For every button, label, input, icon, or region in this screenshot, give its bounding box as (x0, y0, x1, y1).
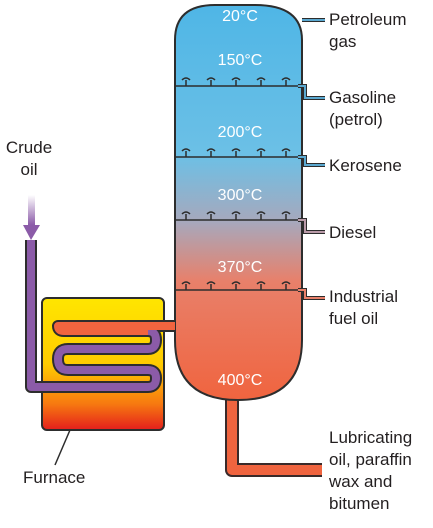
fraction-label-line: bitumen (329, 494, 390, 513)
fraction-label-kerosene: Kerosene (329, 155, 402, 177)
crude-oil-label-line: oil (20, 160, 38, 179)
furnace-label: Furnace (23, 468, 86, 487)
temp-label-bottom: 400°C (217, 372, 263, 389)
crude-oil-label: Crude oil (4, 137, 54, 181)
fraction-label-line: (petrol) (329, 110, 383, 129)
fraction-label-petroleum-gas: Petroleum gas (329, 9, 406, 53)
fraction-label-line: Gasoline (329, 88, 397, 107)
fraction-label-line: gas (329, 32, 357, 51)
temp-label-fuel-oil: 370°C (217, 259, 263, 276)
fraction-label-gasoline: Gasoline (petrol) (329, 87, 396, 131)
temp-label-kerosene: 200°C (217, 124, 263, 141)
fraction-label-line: oil, paraffin (329, 450, 412, 469)
fraction-label-line: Lubricating (329, 428, 413, 447)
fraction-label-lubricating: Lubricating oil, paraffin wax and bitume… (329, 427, 412, 515)
crude-oil-arrow (28, 195, 35, 225)
bottom-outlet-pipe (225, 390, 322, 477)
fraction-label-diesel: Diesel (329, 222, 376, 244)
fraction-label-fuel-oil: Industrial fuel oil (329, 286, 398, 330)
furnace-label-line (54, 429, 71, 466)
crude-oil-label-line: Crude (5, 138, 53, 157)
fraction-label-line: wax and (329, 472, 393, 491)
column-trays (175, 77, 302, 291)
temp-label-top: 20°C (222, 8, 258, 25)
temp-label-gasoline: 150°C (217, 52, 263, 69)
fraction-label-line: Kerosene (329, 156, 402, 175)
fraction-label-line: fuel oil (329, 309, 379, 328)
fraction-label-line: Petroleum (329, 10, 407, 29)
distillation-column (174, 4, 303, 402)
temp-label-diesel: 300°C (217, 187, 263, 204)
fraction-label-line: Industrial (329, 287, 398, 306)
fraction-label-line: Diesel (329, 223, 377, 242)
